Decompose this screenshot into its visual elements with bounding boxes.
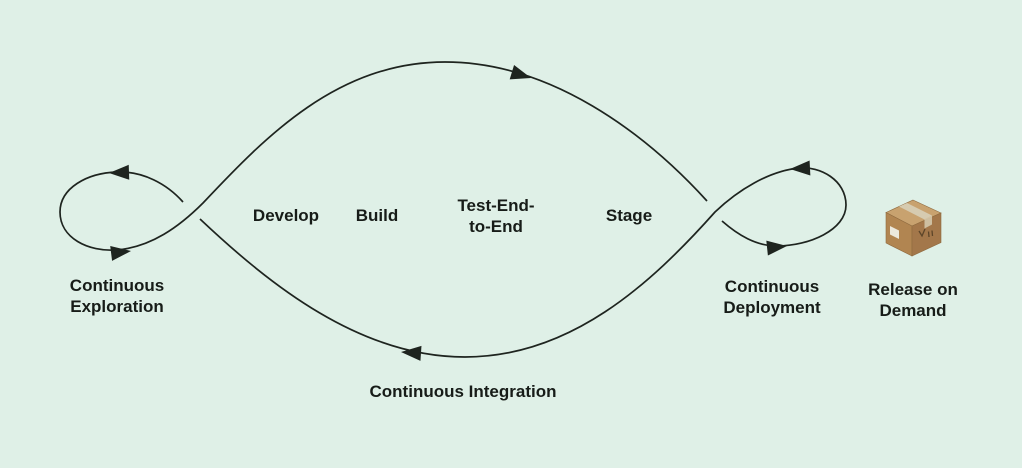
continuous-exploration-label: Continuous Exploration <box>70 275 164 317</box>
left-loop-bottom-arrow-icon <box>110 245 131 261</box>
package-box-icon <box>885 199 942 257</box>
loop-label-line: Continuous <box>724 277 820 296</box>
left-loop-top-arrow-icon <box>109 164 130 180</box>
stage-label-develop: Develop <box>253 205 319 226</box>
release-label-line: Demand <box>879 301 947 320</box>
stage-label-line: Stage <box>605 206 653 225</box>
stage-label-line: Build <box>355 206 399 225</box>
loop-label-line: Continuous Integration <box>369 382 557 401</box>
bottom-curve-arrow-icon <box>401 345 422 361</box>
right-loop-and-bottom-curve <box>199 167 847 358</box>
loop-label-line: Continuous <box>69 276 165 295</box>
top-curve-arrow-icon <box>509 64 531 80</box>
stage-label-stage: Stage <box>606 205 652 226</box>
loop-label-line: Deployment <box>723 298 821 317</box>
stage-label-line: to-End <box>469 217 523 236</box>
continuous-integration-label: Continuous Integration <box>370 381 557 402</box>
stage-label-line: Test-End- <box>457 196 535 215</box>
right-loop-top-arrow-icon <box>790 160 811 176</box>
right-loop-bottom-arrow-icon <box>766 240 787 256</box>
release-on-demand-label: Release on Demand <box>868 279 958 321</box>
stage-label-test-end-to-end: Test-End- to-End <box>457 195 534 237</box>
continuous-deployment-label: Continuous Deployment <box>723 276 820 318</box>
stage-label-build: Build <box>356 205 399 226</box>
stage-label-line: Develop <box>252 206 320 225</box>
loop-label-line: Exploration <box>70 297 164 316</box>
release-label-line: Release on <box>868 280 958 299</box>
